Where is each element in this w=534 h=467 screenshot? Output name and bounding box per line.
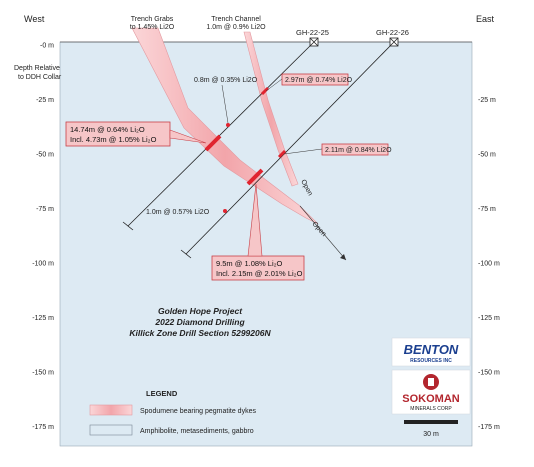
intercept-label-f-1: 9.5m @ 1.08% Li₂O	[216, 259, 283, 268]
intercept-mark-main-25	[204, 134, 222, 152]
drillhole-end-gh-22-26	[180, 249, 192, 259]
intercept-label-c-1: 14.74m @ 0.64% Li₂O	[70, 125, 145, 134]
depth-ticks-left: -0 m -25 m -50 m -75 m -100 m -125 m -150 m -17…	[32, 43, 54, 432]
depth-tick-left: -100 m	[32, 261, 54, 268]
thin-pegmatite-dyke	[243, 31, 299, 187]
legend-swatch-host	[89, 424, 133, 436]
depth-ticks-right: -25 m -50 m -75 m -100 m -125 m -150 m -175 m	[478, 97, 500, 431]
collar-gh-22-26	[389, 37, 399, 47]
depth-tick-left: -150 m	[32, 370, 54, 377]
benton-logo-sub: RESOURCES INC	[410, 358, 452, 364]
collar-gh-22-25	[309, 37, 319, 47]
intercept-label-f-2: Incl. 2.15m @ 2.01% Li₂O	[216, 269, 303, 278]
trench-grabs-label-1: Trench Grabs	[131, 16, 174, 23]
intercept-label-d: 2.11m @ 0.84% Li2O	[325, 147, 392, 154]
depth-tick-left: -25 m	[36, 97, 54, 104]
intercept-mark-thin-25	[260, 86, 270, 96]
east-label: East	[476, 14, 495, 24]
drillhole-trace-gh-22-25	[127, 41, 315, 227]
title-line-2: 2022 Diamond Drilling	[154, 317, 245, 327]
intercept-label-c-2: Incl. 4.73m @ 1.05% Li₂O	[70, 135, 157, 144]
intercept-box-b	[281, 73, 349, 86]
title-line-3: Killick Zone Drill Section 5299206N	[129, 328, 271, 338]
drillhole-label-gh-22-25: GH-22-25	[296, 28, 329, 37]
depth-tick-left: -50 m	[36, 152, 54, 159]
depth-tick-right: -50 m	[478, 152, 496, 159]
drillhole-end-gh-22-25	[122, 221, 134, 231]
legend-item-host: Amphibolite, metasediments, gabbro	[140, 428, 254, 435]
callout-arrow-f	[247, 183, 263, 257]
sokoman-logo-main: SOKOMAN	[402, 393, 460, 405]
depth-tick-right: -25 m	[478, 97, 496, 104]
callout-arrow-c	[169, 129, 207, 144]
intercept-label-b: 2.97m @ 0.74% Li2O	[285, 77, 353, 84]
depth-caption-2: to DDH Collar	[18, 74, 62, 81]
leader-b	[265, 78, 283, 92]
leader-d	[283, 148, 323, 155]
depth-tick-left: -175 m	[32, 424, 54, 431]
legend-heading: LEGEND	[146, 389, 178, 398]
main-pegmatite-dyke	[131, 27, 319, 225]
benton-logo: BENTON RESOURCES INC	[391, 337, 471, 367]
legend-item-pegmatite: Spodumene bearing pegmatite dykes	[140, 408, 256, 415]
intercept-label-a: 0.8m @ 0.35% Li2O	[194, 77, 258, 84]
depth-tick-right: -175 m	[478, 424, 500, 431]
trench-grabs-label-2: to 1.45% Li2O	[130, 24, 175, 31]
trench-channel-label-2: 1.0m @ 0.9% Li2O	[206, 24, 266, 31]
benton-logo-main: BENTON	[404, 342, 459, 357]
drillhole-trace-gh-22-26	[185, 41, 395, 255]
open-arrow-head	[340, 254, 346, 260]
intercept-label-e: 1.0m @ 0.57% Li2O	[146, 209, 210, 216]
intercept-dot-e	[223, 209, 227, 213]
leader-a	[221, 84, 229, 124]
drillhole-label-gh-22-26: GH-22-26	[376, 28, 409, 37]
scale-bar	[404, 420, 458, 424]
depth-caption-1: Depth Relative	[14, 65, 60, 72]
intercept-mark-thin-26	[277, 149, 287, 159]
intercept-dot-a	[226, 123, 230, 127]
depth-tick-right: -125 m	[478, 315, 500, 322]
scale-label: 30 m	[423, 431, 439, 438]
depth-tick-right: -100 m	[478, 261, 500, 268]
depth-tick-left: -0 m	[40, 43, 54, 50]
trench-channel-label-1: Trench Channel	[211, 16, 261, 23]
open-arrow-line	[299, 205, 347, 261]
depth-tick-right: -75 m	[478, 206, 496, 213]
west-label: West	[24, 14, 45, 24]
depth-tick-left: -75 m	[36, 206, 54, 213]
intercept-box-f	[211, 255, 305, 281]
sokoman-logo-sub: MINERALS CORP	[410, 406, 452, 412]
title-line-1: Golden Hope Project	[158, 306, 243, 316]
sokoman-logo: SOKOMAN MINERALS CORP	[391, 369, 471, 415]
depth-tick-left: -125 m	[32, 315, 54, 322]
intercept-box-d	[321, 143, 389, 156]
legend-swatch-pegmatite	[89, 404, 133, 416]
depth-tick-right: -150 m	[478, 370, 500, 377]
intercept-mark-main-26	[246, 168, 264, 186]
